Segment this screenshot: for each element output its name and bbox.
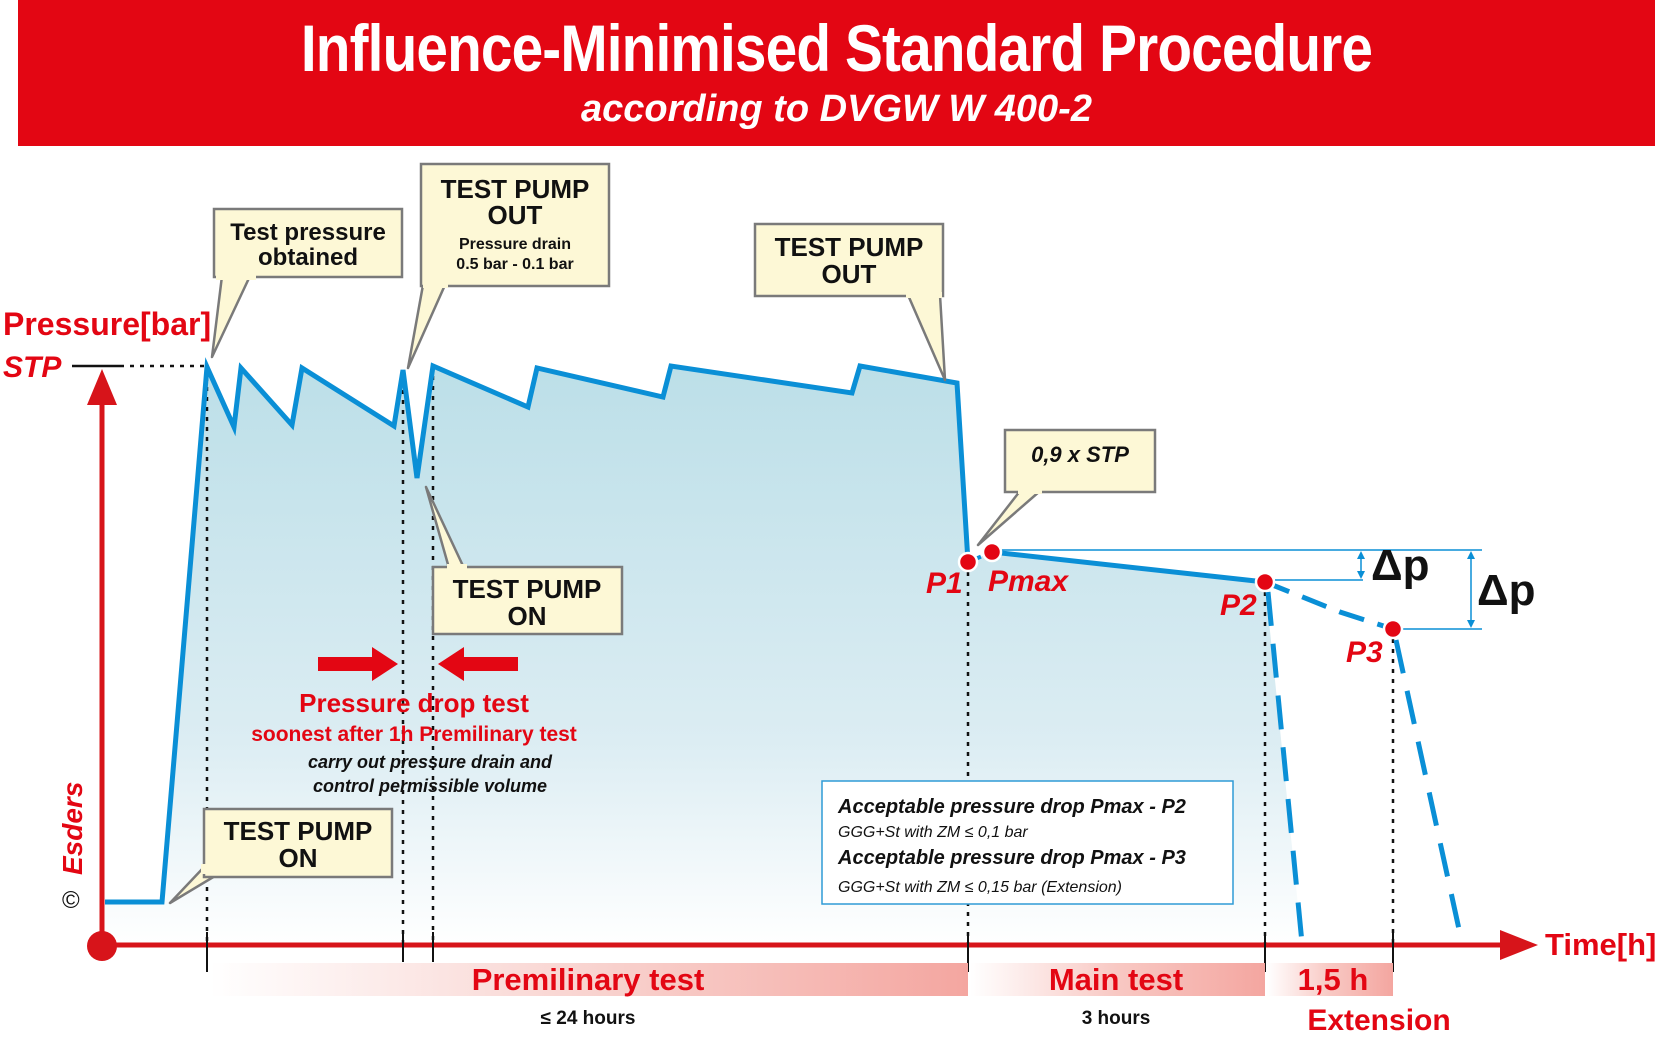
drop-test-note-2: control permissible volume bbox=[313, 776, 547, 796]
stp-label: STP bbox=[3, 351, 62, 384]
callout-text: 0,9 x STP bbox=[1031, 442, 1129, 467]
criteria-detail-p2: GGG+St with ZM ≤ 0,1 bar bbox=[838, 824, 1028, 841]
callout-pump-on-start: TEST PUMP ON bbox=[168, 807, 394, 905]
x-axis-arrow-icon bbox=[1500, 930, 1538, 960]
page-title: Influence-Minimised Standard Procedure bbox=[300, 11, 1373, 85]
failure-line-p3 bbox=[1393, 639, 1465, 944]
label-p1: P1 bbox=[926, 567, 963, 600]
phase-bar-extension bbox=[1267, 963, 1393, 996]
callout-text-line-1: TEST PUMP bbox=[775, 232, 924, 262]
callout-text-line-1: TEST PUMP bbox=[224, 816, 373, 846]
criteria-detail-p3: GGG+St with ZM ≤ 0,15 bar (Extension) bbox=[838, 879, 1122, 896]
y-axis-label: Pressure[bar] bbox=[3, 306, 211, 342]
label-pmax: Pmax bbox=[988, 565, 1069, 598]
phase-bar-preliminary bbox=[210, 963, 968, 996]
callout-09-stp: 0,9 x STP bbox=[976, 428, 1157, 547]
callout-text-line-1: TEST PUMP bbox=[441, 174, 590, 204]
callout-text-line-1: TEST PUMP bbox=[453, 574, 602, 604]
failure-line-p2 bbox=[1265, 591, 1305, 944]
page-subtitle: according to DVGW W 400-2 bbox=[581, 88, 1092, 130]
x-axis-label: Time[h] bbox=[1545, 927, 1656, 962]
drop-test-title: Pressure drop test bbox=[299, 688, 529, 718]
callout-text-line-2: OUT bbox=[822, 259, 877, 289]
phase-label-main: Main test bbox=[1049, 962, 1183, 997]
criteria-title-p2: Acceptable pressure drop Pmax - P2 bbox=[837, 796, 1186, 818]
phase-label-extension: 1,5 h bbox=[1298, 962, 1369, 997]
callout-detail-line-2: 0.5 bar - 0.1 bar bbox=[456, 256, 573, 273]
arrow-right-icon bbox=[318, 647, 398, 681]
main-test-curve bbox=[991, 549, 1266, 585]
callout-pump-out: TEST PUMP OUT bbox=[753, 222, 947, 382]
phase-duration-main: 3 hours bbox=[1082, 1008, 1151, 1029]
copyright-icon: © bbox=[62, 887, 80, 914]
extension-curve bbox=[1264, 579, 1394, 632]
drop-test-note-1: carry out pressure drain and bbox=[308, 752, 553, 772]
criteria-box bbox=[821, 780, 1234, 905]
esders-logo: Esders bbox=[57, 782, 88, 875]
callout-text-line-1: Test pressure bbox=[230, 219, 386, 246]
phase-duration-extension: Extension bbox=[1307, 1004, 1450, 1037]
measurement-points bbox=[957, 541, 1404, 640]
callout-pump-on-drain: TEST PUMP ON bbox=[424, 485, 624, 636]
delta-p-arrowheads bbox=[1357, 551, 1475, 628]
callout-text-line-2: ON bbox=[279, 843, 318, 873]
point-p1 bbox=[957, 551, 979, 573]
y-axis-arrow-icon bbox=[87, 369, 117, 405]
label-p2: P2 bbox=[1220, 589, 1257, 622]
criteria-title-p3: Acceptable pressure drop Pmax - P3 bbox=[837, 847, 1186, 869]
origin-dot bbox=[87, 931, 117, 961]
callout-text-line-2: obtained bbox=[258, 244, 358, 271]
phase-label-preliminary: Premilinary test bbox=[472, 962, 705, 997]
label-delta-p-large: Δp bbox=[1477, 566, 1536, 615]
header-banner: Influence-Minimised Standard Procedure a… bbox=[18, 0, 1655, 146]
pressure-curve bbox=[105, 357, 971, 905]
phase-duration-preliminary: ≤ 24 hours bbox=[541, 1008, 636, 1029]
label-delta-p-small: Δp bbox=[1371, 541, 1430, 590]
callout-text-line-2: OUT bbox=[488, 200, 543, 230]
drop-test-subtitle: soonest after 1h Premilinary test bbox=[251, 723, 577, 746]
label-p3: P3 bbox=[1346, 636, 1383, 669]
phase-bar-main bbox=[970, 963, 1265, 996]
callout-detail-line-1: Pressure drain bbox=[459, 236, 571, 253]
point-p3 bbox=[1382, 618, 1404, 640]
arrow-left-icon bbox=[438, 647, 518, 681]
point-pmax bbox=[981, 541, 1003, 563]
callout-pump-out-drain: TEST PUMP OUT Pressure drain 0.5 bar - 0… bbox=[406, 162, 611, 370]
point-p2 bbox=[1254, 571, 1276, 593]
callout-test-pressure-obtained: Test pressure obtained bbox=[210, 207, 404, 359]
callout-text-line-2: ON bbox=[508, 601, 547, 631]
